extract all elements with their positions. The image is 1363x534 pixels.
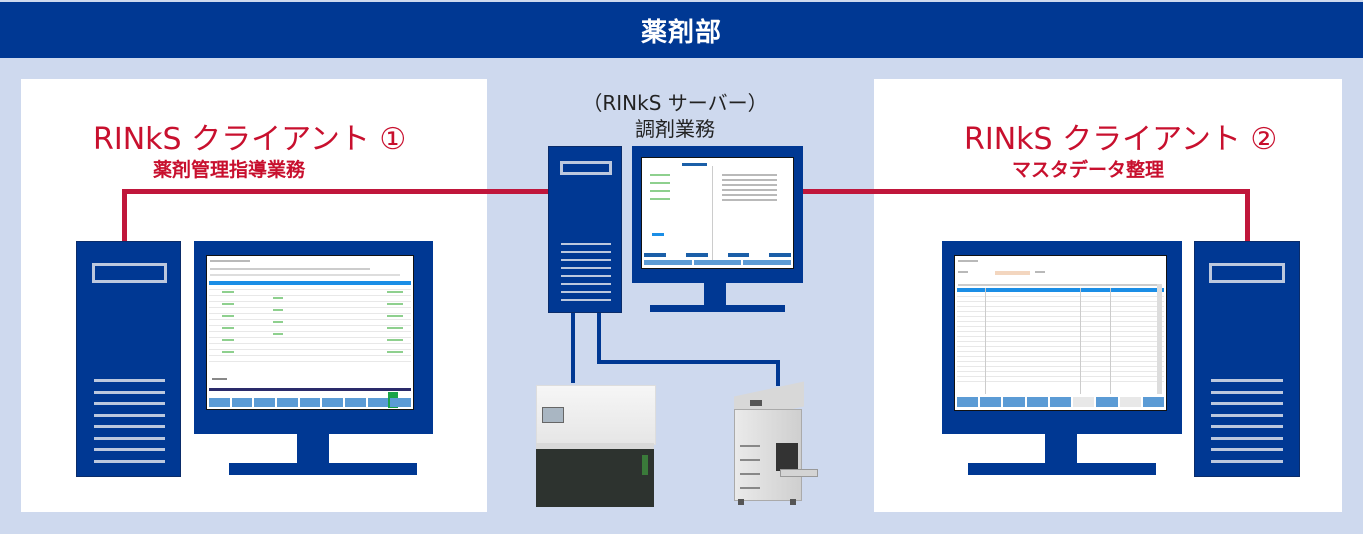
cable-to-printer-horizontal (597, 360, 780, 364)
client-1-tower-icon (76, 241, 181, 477)
client-2-screen (954, 255, 1167, 411)
server-monitor-icon (632, 146, 803, 312)
printer-icon (730, 381, 820, 510)
network-drop-left (122, 189, 127, 241)
dispensing-machine-icon (536, 385, 656, 509)
client-2-title: RINkS クライアント ② (964, 122, 1278, 157)
department-header: 薬剤部 (0, 0, 1363, 58)
cable-to-printer-vertical (597, 313, 601, 363)
cable-to-dispenser (571, 313, 575, 383)
client-1-monitor-icon (194, 241, 433, 475)
client-1-subtitle: 薬剤管理指導業務 (153, 159, 306, 181)
client-2-tower-icon (1194, 241, 1300, 477)
department-title: 薬剤部 (640, 17, 722, 48)
network-drop-right (1245, 189, 1250, 241)
cable-to-printer-drop (776, 360, 780, 386)
client-1-title: RINkS クライアント ① (93, 122, 407, 157)
server-title: （RINkS サーバー） (582, 91, 768, 115)
network-line-right (801, 189, 1250, 194)
client-2-subtitle: マスタデータ整理 (1012, 159, 1165, 181)
network-line-left (122, 189, 549, 194)
server-tower-icon (548, 146, 622, 313)
server-subtitle: 調剤業務 (635, 117, 715, 141)
client-2-monitor-icon (942, 241, 1182, 475)
client-1-screen (206, 255, 414, 410)
server-screen (641, 157, 794, 269)
